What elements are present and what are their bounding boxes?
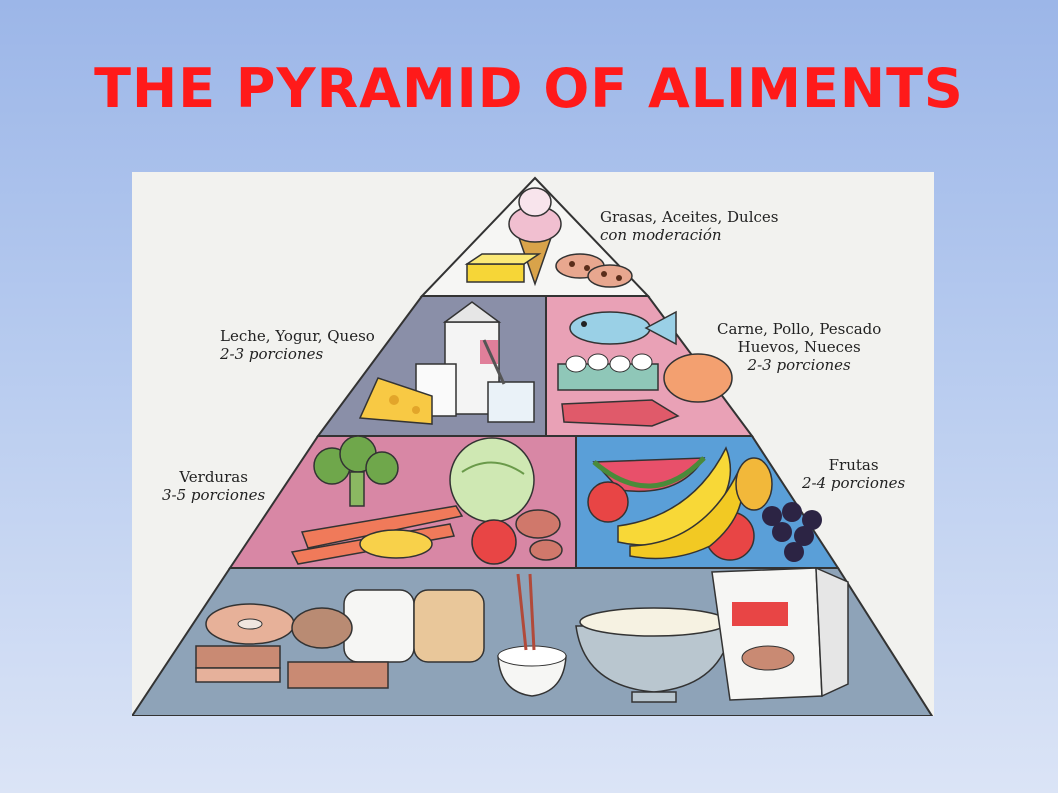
tier-name-line2: Huevos, Nueces [737, 338, 861, 356]
tier-label-dairy: Leche, Yogur, Queso 2-3 porciones [220, 327, 375, 363]
cookies-icon [555, 253, 633, 288]
watermelon-icon [592, 456, 706, 493]
tier-label-meat: Carne, Pollo, Pescado Huevos, Nueces 2-3… [717, 320, 881, 374]
tier-name: Frutas [828, 456, 879, 474]
tier-portion: 2-3 porciones [747, 356, 851, 374]
pear-icon [735, 457, 773, 511]
tier-portion: con moderación [600, 226, 722, 244]
ice-cream-icon [508, 187, 562, 287]
eggs-icon [557, 353, 659, 391]
tomato-icon [471, 519, 517, 565]
squash-icon [359, 529, 433, 559]
bread-loaf-icon [343, 589, 485, 663]
yogurt-cup-icon [482, 339, 535, 423]
tier-portion: 2-3 porciones [220, 345, 324, 363]
cheese-icon [358, 377, 433, 425]
tier-name: Leche, Yogur, Queso [220, 327, 375, 345]
bagels-icon [205, 603, 353, 649]
broccoli-icon [313, 435, 399, 507]
tier-name-line1: Carne, Pollo, Pescado [717, 320, 882, 338]
tier-portion: 3-5 porciones [162, 486, 266, 504]
steak-icon [561, 399, 680, 427]
tier-name: Grasas, Aceites, Dulces [600, 208, 779, 226]
tier-portion: 2-4 porciones [802, 474, 906, 492]
slide-title: THE PYRAMID OF ALIMENTS [94, 57, 964, 120]
tier-label-fats: Grasas, Aceites, Dulces con moderación [600, 208, 778, 244]
rice-bowl-icon [497, 573, 567, 697]
food-pyramid-figure: Grasas, Aceites, Dulces con moderación L… [132, 172, 934, 716]
butter-icon [464, 253, 542, 283]
cabbage-icon [449, 437, 535, 523]
chicken-icon [663, 353, 733, 403]
cereal-box-icon [711, 566, 849, 701]
tier-name: Verduras [179, 468, 248, 486]
pyramid-illustration [132, 176, 934, 716]
potatoes-icon [515, 509, 563, 561]
tier-label-fruits: Frutas 2-4 porciones [802, 456, 905, 492]
sliced-bread-icon [195, 645, 389, 689]
pasta-colander-icon [575, 607, 733, 703]
fish-icon [569, 310, 677, 346]
tier-label-vegetables: Verduras 3-5 porciones [162, 468, 265, 504]
grapes-icon [762, 502, 822, 562]
